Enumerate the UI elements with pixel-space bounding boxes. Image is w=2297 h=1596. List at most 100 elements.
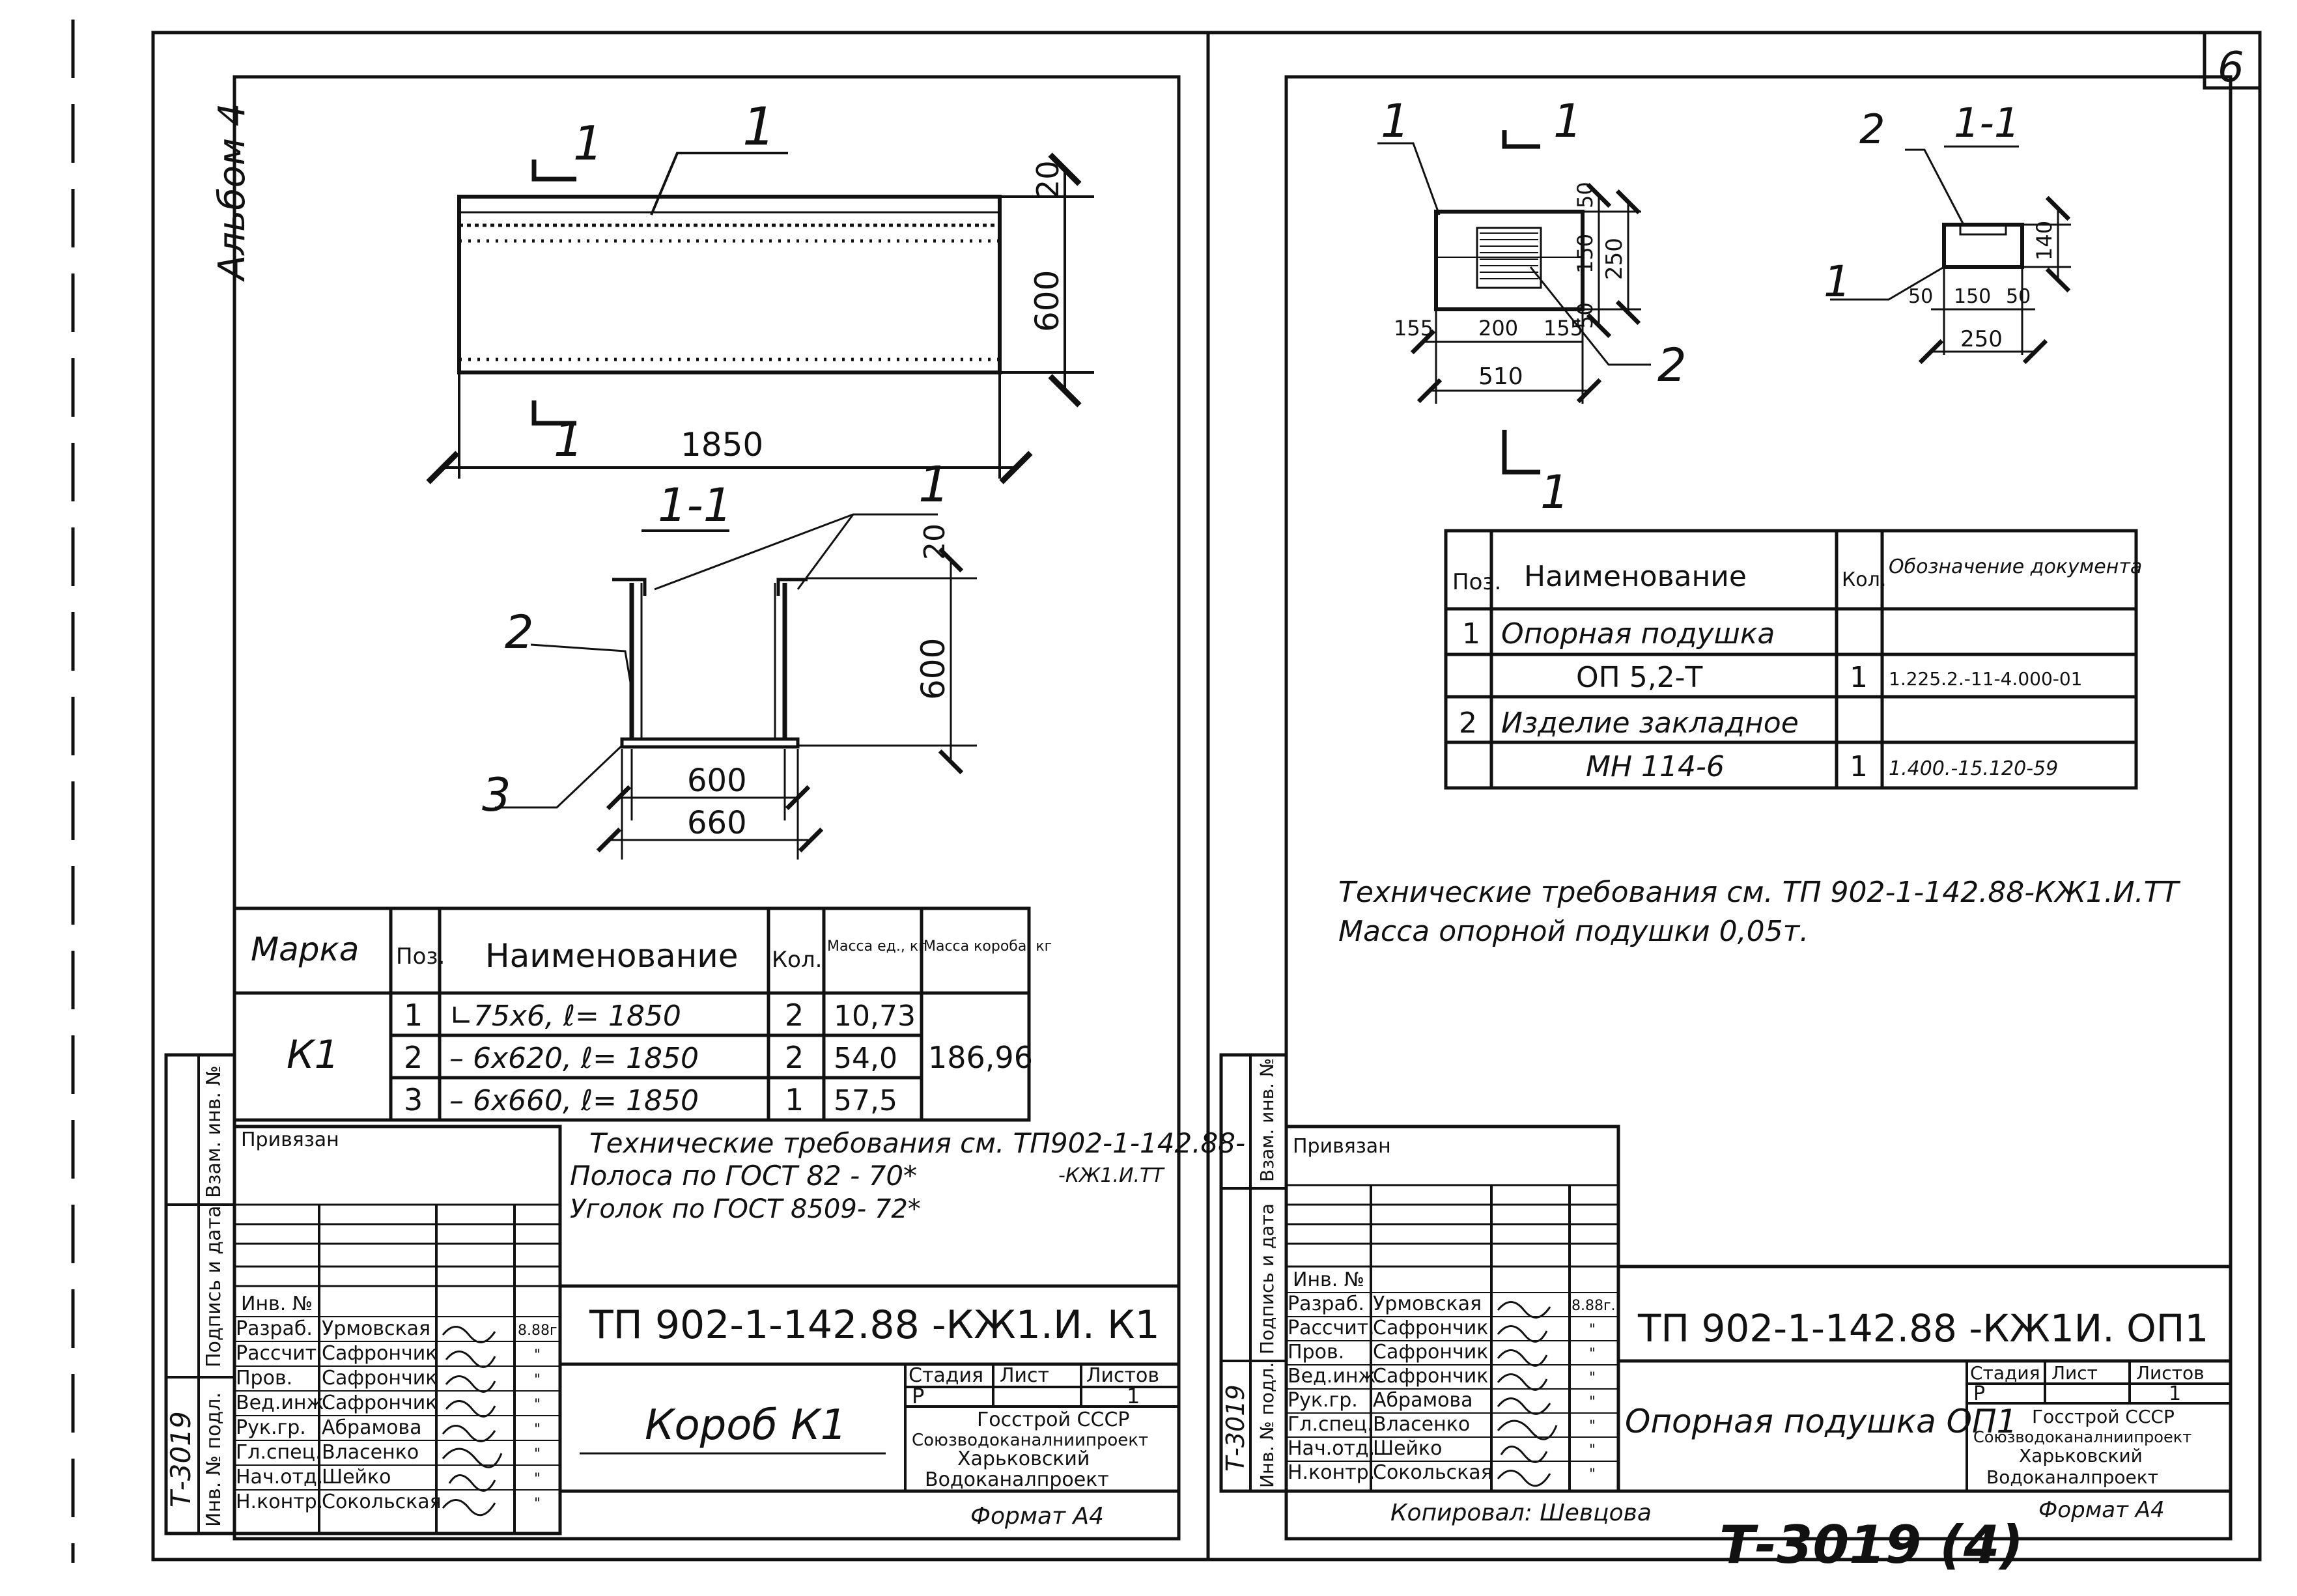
- role-date: ": [534, 1446, 541, 1463]
- left-sheet: Альбом 4 1 1 1 20 600 1850 1-1: [151, 31, 1245, 1561]
- plan-dim-v-50-top: 50: [1573, 182, 1598, 208]
- album-label: Альбом 4: [211, 103, 253, 282]
- left-privyazan: Привязан: [241, 1128, 339, 1151]
- spec-header-name: Наименование: [485, 937, 739, 975]
- spec-row-pos: 2: [1459, 707, 1477, 740]
- role-date: ": [534, 1421, 541, 1438]
- right-org-4: Водоканалпроект: [1986, 1466, 2158, 1488]
- spec-row-pos: 2: [404, 1040, 423, 1075]
- left-spec-table: [233, 906, 1031, 1122]
- right-sheet: 6 1 2 1 1: [1206, 31, 2262, 1561]
- right-spec-header-doc: Обозначение документа: [1889, 555, 2142, 578]
- right-inner-frame: [1284, 75, 2233, 1541]
- right-title-block: [1219, 1053, 2231, 1493]
- role-name: Сафрончик: [322, 1392, 437, 1414]
- left-signatures: [442, 1326, 503, 1517]
- right-spec-header-pos: Поз.: [1452, 569, 1501, 595]
- spec-header-marka: Марка: [251, 931, 359, 968]
- left-org-1: Госстрой СССР: [977, 1408, 1129, 1431]
- role-label: Гл.спец.: [236, 1441, 322, 1464]
- section-leader-1: 1: [918, 455, 950, 513]
- role-label: Рук.гр.: [1288, 1389, 1358, 1412]
- left-org-2: Союзводоканалниипроект: [912, 1431, 1148, 1450]
- pad-section-dim-height: 140: [2032, 221, 2057, 260]
- spec-row-name: ОП 5,2-Т: [1576, 661, 1703, 694]
- role-label: Вед.инж.: [1288, 1365, 1382, 1388]
- right-signatures: [1497, 1301, 1558, 1487]
- spec-row-mass: 57,5: [834, 1084, 897, 1117]
- spec-row-pos: 3: [404, 1082, 423, 1117]
- right-org-2: Союзводоканалниипроект: [1973, 1428, 2191, 1446]
- spec-row-mass: 54,0: [834, 1042, 897, 1075]
- spec-rows: 1 ∟75х6, ℓ= 1850 2 10,73 2 – 6х620, ℓ= 1…: [404, 998, 916, 1117]
- role-name: Сокольская: [322, 1491, 442, 1513]
- role-label: Нач.отд.: [236, 1466, 323, 1489]
- plan-leader-1: 1: [1381, 94, 1410, 148]
- role-label: Нач.отд.: [1288, 1437, 1375, 1460]
- role-label: Рассчит.: [1288, 1317, 1375, 1339]
- left-designation: ТП 902-1-142.88 -КЖ1.И. К1: [589, 1302, 1160, 1348]
- role-name: Власенко: [322, 1441, 419, 1464]
- left-note-strip: Полоса по ГОСТ 82 - 70*: [570, 1160, 917, 1192]
- right-inv-number: Т-3019: [1221, 1384, 1250, 1472]
- right-side-label-podpis: Подпись и дата: [1256, 1203, 1278, 1354]
- spec-row-doc: 1.400.-15.120-59: [1889, 757, 2058, 780]
- role-label: Рассчит.: [236, 1342, 323, 1365]
- right-side-label-vzam: Взам. инв. №: [1256, 1058, 1278, 1182]
- role-date: ": [1589, 1466, 1596, 1483]
- elevation-dim-top: 20: [1030, 160, 1065, 199]
- elevation-section-mark-bottom: 1: [554, 412, 584, 467]
- plan-dim-v-50-bottom: 50: [1573, 302, 1598, 329]
- spec-row-name: Изделие закладное: [1501, 707, 1799, 740]
- role-name: Сафрончик: [322, 1367, 437, 1390]
- right-stage-header-stage: Стадия: [1970, 1362, 2040, 1384]
- right-sheets: 1: [2169, 1382, 2181, 1405]
- left-note-tech: Технические требования см. ТП902-1-142.8…: [589, 1127, 1245, 1159]
- left-inner-frame: [233, 75, 1181, 1541]
- role-label: Разраб.: [1288, 1293, 1364, 1315]
- section-leader-2: 2: [505, 606, 534, 659]
- section-dim-outer: 660: [687, 805, 747, 841]
- role-date: ": [534, 1496, 541, 1512]
- pad-plan-view: [1377, 130, 1651, 475]
- spec-row-qty: 2: [785, 998, 804, 1033]
- left-stage-header-stage: Стадия: [909, 1364, 983, 1387]
- spec-total-mass: 186,96: [928, 1040, 1033, 1075]
- right-privyazan: Привязан: [1293, 1135, 1391, 1158]
- spec-row-qty: 1: [1850, 661, 1868, 694]
- left-stage: Р: [912, 1384, 924, 1408]
- role-name: Абрамова: [1373, 1389, 1473, 1412]
- role-name: Власенко: [1373, 1413, 1470, 1436]
- left-note-tech-cont: -КЖ1.И.ТТ: [1058, 1164, 1165, 1187]
- elevation-leader-1: 1: [742, 96, 776, 157]
- plan-leader-2: 2: [1657, 339, 1687, 392]
- right-side-label-inv: Инв. № подл.: [1256, 1362, 1278, 1488]
- plan-dim-h-200: 200: [1478, 316, 1518, 341]
- left-side-label-vzam: Взам. инв. №: [203, 1065, 225, 1198]
- right-spec-header-name: Наименование: [1524, 560, 1747, 593]
- right-inv-no: Инв. №: [1293, 1268, 1364, 1291]
- elevation-dim-height: 600: [1028, 270, 1066, 332]
- pad-section-dim-150: 150: [1954, 285, 1991, 308]
- spec-row-doc: 1.225.2.-11-4.000-01: [1889, 668, 2083, 690]
- spec-row-name: – 6х660, ℓ= 1850: [449, 1084, 699, 1117]
- role-name: Сафрончик: [1373, 1365, 1488, 1388]
- spec-header-mass-unit: Масса ед., кг: [827, 938, 926, 955]
- role-date: 8.88г.: [1571, 1298, 1616, 1314]
- role-name: Сафрончик: [322, 1342, 437, 1365]
- left-format: Формат А4: [970, 1503, 1104, 1530]
- pad-section-dim-total: 250: [1960, 326, 2003, 352]
- pad-section-leader-1: 1: [1824, 257, 1851, 307]
- page-number: 6: [2218, 44, 2244, 92]
- plan-dim-v-150: 150: [1573, 234, 1598, 273]
- spec-row-name: МН 114-6: [1586, 750, 1725, 783]
- role-label: Н.контр.: [1288, 1461, 1375, 1484]
- spec-row-pos: 1: [404, 998, 423, 1033]
- pad-section-dim-50-right: 50: [2006, 285, 2031, 308]
- role-date: 8.88г.: [518, 1323, 562, 1339]
- right-signature-roles: Разраб. Урмовская 8.88г. Рассчит. Сафрон…: [1288, 1293, 1616, 1484]
- plan-dim-v-250: 250: [1601, 238, 1628, 280]
- elevation-view: [426, 152, 1094, 484]
- spec-row-name: Опорная подушка: [1501, 617, 1775, 651]
